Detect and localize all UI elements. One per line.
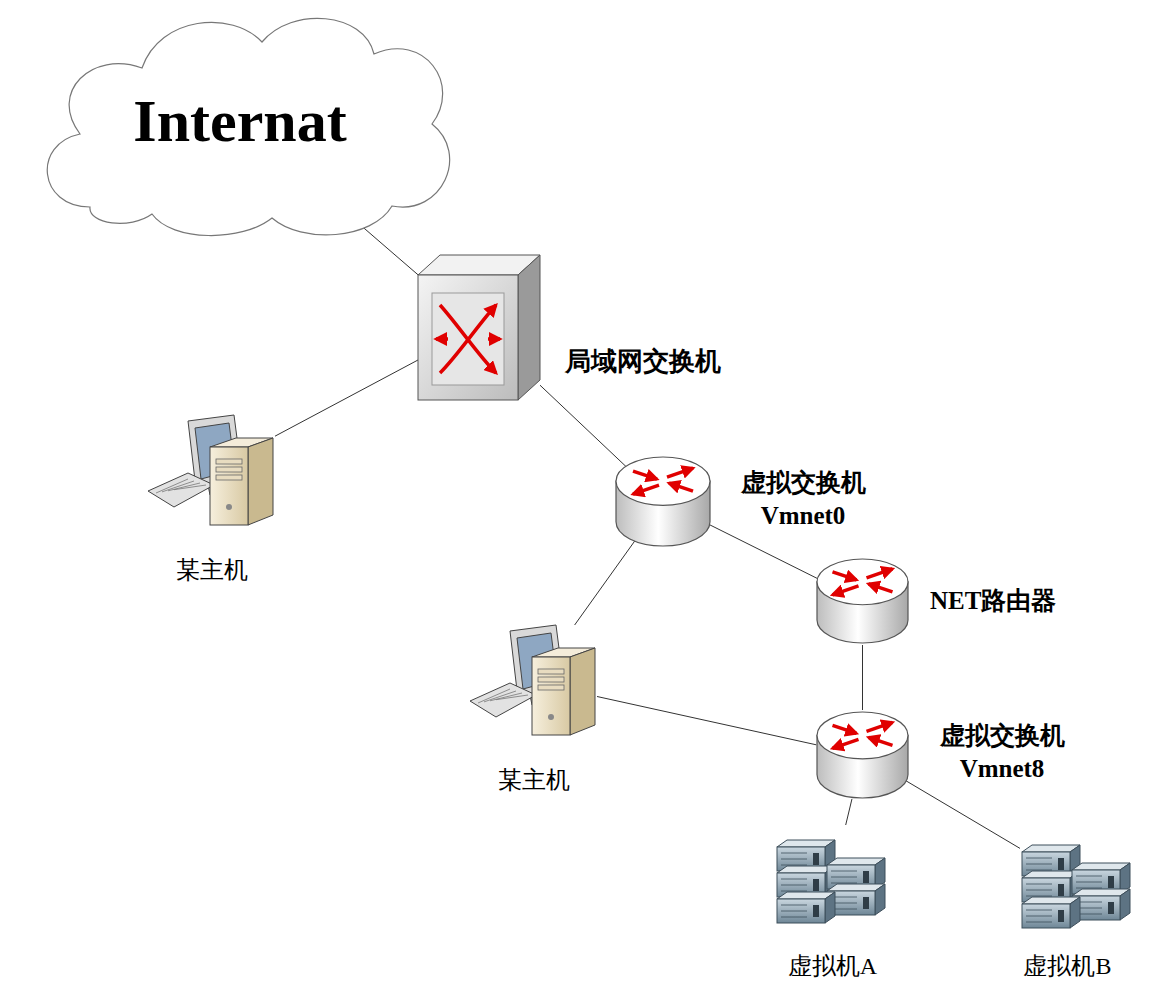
device-label: 某主机 [450,765,617,796]
nat-router: NET路由器 [815,557,910,645]
network-link [575,540,636,625]
network-link [706,523,820,580]
router-icon [614,455,712,548]
device-label: 虚拟机B [980,951,1155,982]
server-icon [1020,830,1135,935]
device-label: NET路由器 [930,585,1056,618]
server-icon [775,825,890,935]
network-link [862,645,863,710]
network-link [275,360,418,436]
network-link [597,696,816,744]
router-icon [815,557,910,645]
network-link [846,799,852,825]
device-label: 局域网交换机 [565,345,721,379]
device-label: 虚拟交换机 Vmnet0 [728,467,878,532]
internet-cloud: Internat [30,2,450,240]
network-link [355,221,418,275]
host-pc: 某主机 [148,415,275,525]
lan-switch: 局域网交换机 [418,255,540,400]
cloud-title: Internat [30,2,450,240]
switch-icon [418,255,540,400]
host-icon [148,415,275,525]
host-pc: 某主机 [470,625,597,740]
network-link [903,779,1020,849]
virtual-switch: 虚拟交换机 Vmnet8 [815,710,910,800]
device-label: 虚拟交换机 Vmnet8 [927,720,1077,785]
virtual-machine: 虚拟机B [1020,830,1135,935]
host-icon [470,625,597,740]
router-icon [815,710,910,800]
device-label: 虚拟机A [745,951,920,982]
network-link [540,385,628,468]
virtual-switch: 虚拟交换机 Vmnet0 [614,455,712,548]
virtual-machine: 虚拟机A [775,825,890,935]
device-label: 某主机 [128,555,295,586]
